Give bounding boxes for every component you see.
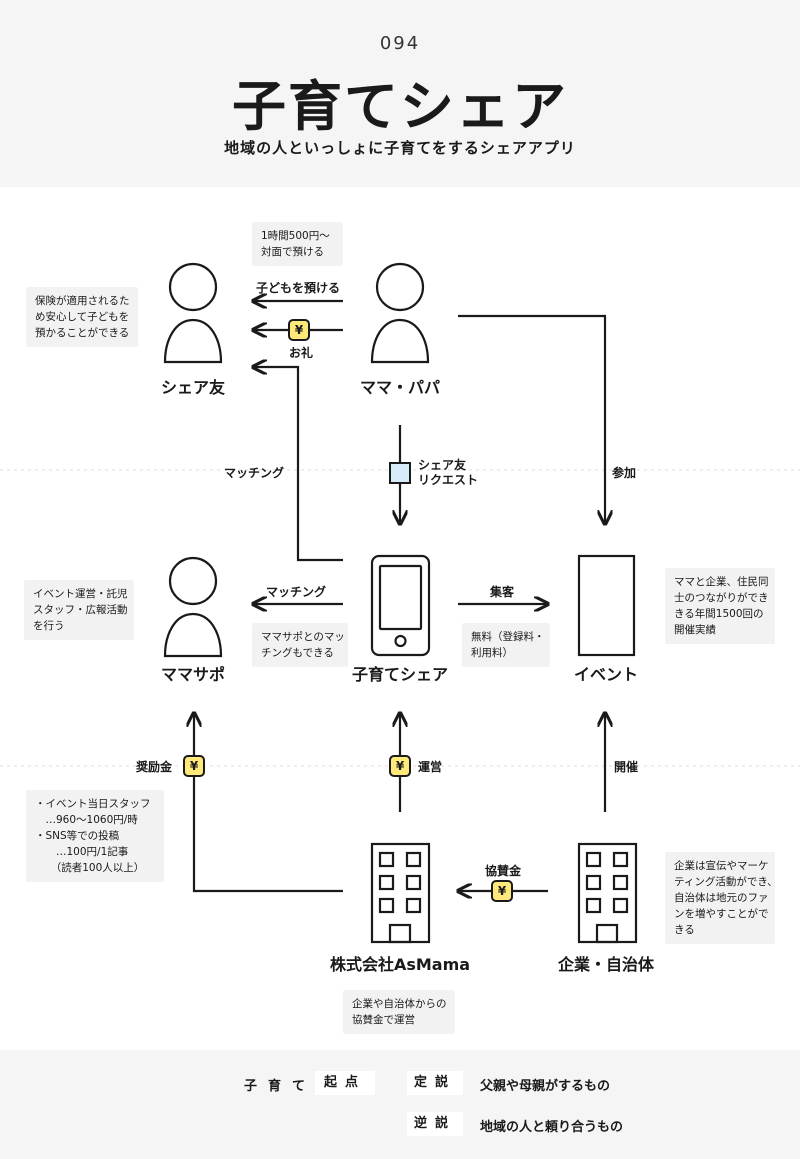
label-operate: 運営 bbox=[418, 760, 443, 774]
note-line: ママサポとのマッ bbox=[261, 631, 345, 643]
note-line: 士のつながりができ bbox=[674, 592, 769, 604]
footer-counter-desc: 地域の人と頼り合うもの bbox=[480, 1120, 624, 1135]
node-app: 子育てシェア bbox=[351, 665, 448, 684]
note-line: きる bbox=[674, 924, 695, 936]
note-matching-with: ママサポとのマッ チングもできる bbox=[252, 623, 348, 667]
note-free: 無料（登録料・ 利用料） bbox=[462, 623, 550, 667]
note-line: ンを増やすことがで bbox=[674, 908, 769, 920]
label-host: 開催 bbox=[614, 760, 639, 774]
note-fee: 1時間500円〜 対面で預ける bbox=[252, 222, 343, 266]
note-line: 自治体は地元のファ bbox=[674, 892, 769, 904]
note-insurance: 保険が適用されるた め安心して子どもを 預かることができる bbox=[26, 287, 138, 347]
event-icon bbox=[577, 554, 636, 657]
note-line: ・SNS等での投稿 bbox=[35, 830, 120, 842]
note-events: ママと企業、住民同 士のつながりができ きる年間1500回の 開催実績 bbox=[665, 568, 775, 644]
footer-counter-box: 逆説 bbox=[407, 1112, 463, 1136]
note-line: 企業は宣伝やマーケ bbox=[674, 860, 769, 872]
note-line: 1時間500円〜 bbox=[261, 230, 330, 242]
note-line: 対面で預ける bbox=[261, 246, 324, 258]
note-line: …100円/1記事 bbox=[35, 846, 129, 858]
yen-badge-icon: ¥ bbox=[183, 755, 205, 777]
request-square-icon bbox=[389, 462, 411, 484]
note-line: 保険が適用されるた bbox=[35, 295, 130, 307]
label-share-request: シェア友 リクエスト bbox=[418, 458, 478, 488]
footer-subject: 子育て bbox=[244, 1079, 317, 1094]
header-band bbox=[0, 0, 800, 187]
note-line: イベント運営・託児 bbox=[33, 588, 128, 600]
person-icon bbox=[370, 262, 430, 364]
label-share-request-line: リクエスト bbox=[418, 473, 479, 487]
label-attract: 集客 bbox=[490, 585, 515, 599]
note-line: 利用料） bbox=[471, 647, 513, 659]
label-incentive: 奨励金 bbox=[136, 760, 173, 774]
note-line: め安心して子どもを bbox=[35, 311, 130, 323]
label-participate: 参加 bbox=[612, 466, 637, 480]
label-matching-mid: マッチング bbox=[266, 585, 327, 599]
label-childcare: 子どもを預ける bbox=[256, 281, 341, 295]
note-line: 預かることができる bbox=[35, 327, 130, 339]
person-icon bbox=[163, 556, 223, 658]
node-corp-gov: 企業・自治体 bbox=[557, 955, 654, 974]
label-share-request-line: シェア友 bbox=[418, 458, 467, 472]
node-parents: ママ・パパ bbox=[359, 378, 440, 397]
arrow-participate bbox=[458, 314, 605, 524]
note-line: スタッフ・広報活動 bbox=[33, 604, 128, 616]
note-rewards: ・イベント当日スタッフ …960〜1060円/時 ・SNS等での投稿 …100円… bbox=[26, 790, 164, 882]
yen-badge-icon: ¥ bbox=[288, 319, 310, 341]
arrow-incentive bbox=[194, 713, 343, 893]
note-line: ティング活動ができ、 bbox=[674, 876, 778, 888]
arrow-matching-share-friend bbox=[253, 367, 343, 562]
page-subtitle: 地域の人といっしょに子育てをするシェアアプリ bbox=[224, 139, 576, 157]
note-line: 開催実績 bbox=[674, 624, 716, 636]
footer-origin-box: 起点 bbox=[315, 1071, 375, 1095]
node-event: イベント bbox=[573, 665, 638, 684]
node-share-friend: シェア友 bbox=[160, 378, 225, 397]
footer-conventional-box: 定説 bbox=[407, 1071, 463, 1095]
note-mamasapo-role: イベント運営・託児 スタッフ・広報活動 を行う bbox=[24, 580, 134, 640]
idea-number: 094 bbox=[379, 33, 421, 54]
yen-badge-icon: ¥ bbox=[491, 880, 513, 902]
note-line: ママと企業、住民同 bbox=[674, 576, 769, 588]
label-sponsor: 協賛金 bbox=[485, 864, 522, 878]
note-line: 無料（登録料・ bbox=[471, 631, 545, 643]
person-icon bbox=[163, 262, 223, 364]
page-title: 子育てシェア bbox=[232, 75, 568, 138]
yen-badge-icon: ¥ bbox=[389, 755, 411, 777]
node-mamasapo: ママサポ bbox=[160, 665, 225, 684]
note-line: …960〜1060円/時 bbox=[35, 814, 138, 826]
building-icon bbox=[370, 842, 431, 944]
note-line: きる年間1500回の bbox=[674, 608, 764, 620]
note-line: 企業や自治体からの bbox=[352, 998, 447, 1010]
note-line: 協賛金で運営 bbox=[352, 1014, 415, 1026]
building-icon bbox=[577, 842, 638, 944]
note-line: （読者100人以上） bbox=[35, 862, 145, 874]
smartphone-icon bbox=[370, 554, 431, 657]
note-line: チングもできる bbox=[261, 647, 334, 659]
footer-band bbox=[0, 1050, 800, 1159]
footer-conventional-desc: 父親や母親がするもの bbox=[480, 1079, 611, 1094]
note-sponsorship: 企業や自治体からの 協賛金で運営 bbox=[343, 990, 455, 1034]
label-thanks: お礼 bbox=[289, 346, 314, 360]
label-matching-left: マッチング bbox=[224, 466, 285, 480]
note-corp-gov: 企業は宣伝やマーケ ティング活動ができ、 自治体は地元のファ ンを増やすことがで… bbox=[665, 852, 778, 944]
note-line: を行う bbox=[33, 620, 65, 632]
node-company: 株式会社AsMama bbox=[329, 955, 471, 974]
note-line: ・イベント当日スタッフ bbox=[35, 798, 151, 810]
